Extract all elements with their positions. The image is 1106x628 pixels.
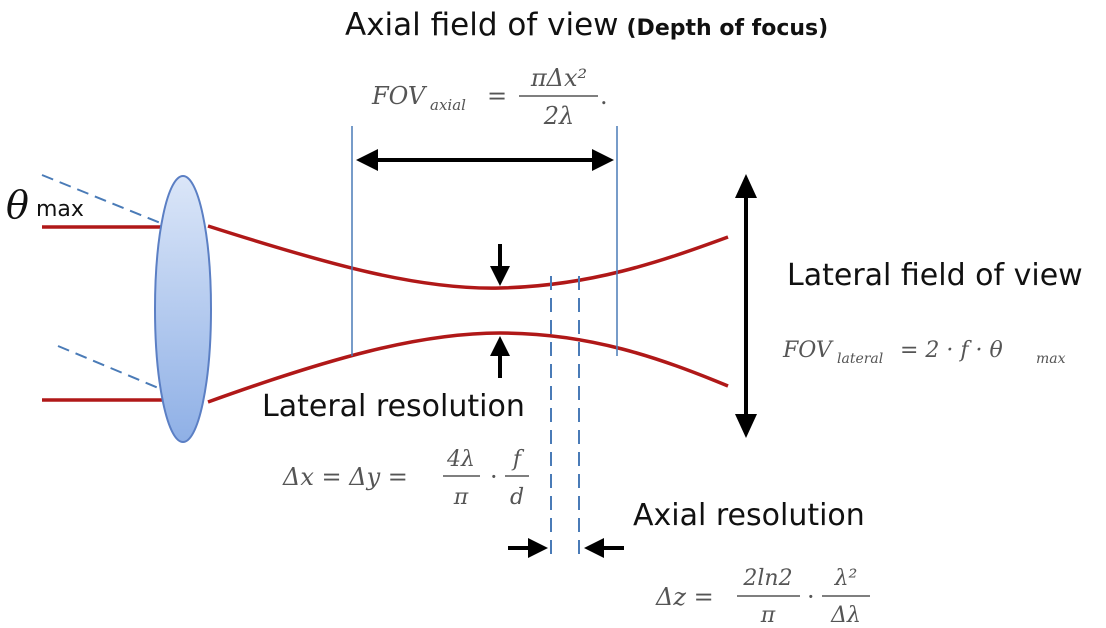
equation-axial-resolution: Δz = 2ln2 π · λ² Δλ — [655, 566, 870, 628]
fov-lateral-lhs: FOV — [782, 338, 834, 363]
incoming-dashed-ray-bottom — [57, 345, 169, 393]
fov-axial-trail: . — [600, 82, 608, 110]
double-arrow-icon — [356, 149, 614, 171]
fov-axial-lhs: FOV — [371, 82, 428, 110]
lateral-res-frac2-num: f — [511, 447, 525, 472]
axial-res-frac2-num: λ² — [834, 566, 858, 591]
equation-fov-lateral: FOV lateral = 2 · f · θ max — [782, 338, 1066, 367]
fov-lateral-rhs-subscript: max — [1036, 351, 1066, 367]
fov-axial-subscript: axial — [430, 96, 466, 114]
down-arrow-icon — [490, 244, 510, 286]
axial-res-dot: · — [807, 583, 815, 611]
lateral-fov-arrow — [735, 174, 757, 438]
lateral-res-frac1-num: 4λ — [446, 447, 475, 472]
lateral-res-frac2-den: d — [510, 485, 524, 510]
axial-res-lhs: Δz = — [655, 583, 714, 611]
fov-axial-denominator: 2λ — [543, 102, 574, 130]
theta-subscript: max — [36, 197, 84, 222]
lateral-resolution-label: Lateral resolution — [262, 389, 525, 424]
axial-fov-title: Axial field of view(Depth of focus) — [345, 7, 828, 43]
axial-resolution-label: Axial resolution — [633, 498, 865, 533]
incoming-dashed-ray-top — [41, 174, 169, 227]
lens — [154, 175, 212, 443]
equation-fov-axial: FOV axial = πΔx² 2λ . — [371, 64, 608, 130]
left-arrow-icon — [584, 538, 624, 558]
fov-axial-equals: = — [487, 82, 507, 110]
fov-lateral-subscript: lateral — [837, 351, 883, 367]
beam-upper-envelope — [207, 224, 729, 290]
lateral-res-frac1-den: π — [453, 485, 469, 510]
beam-lower-envelope — [207, 331, 729, 404]
fov-axial-numerator: πΔx² — [530, 64, 587, 92]
theta-symbol: θ — [6, 183, 29, 227]
axial-res-frac1-num: 2ln2 — [742, 566, 792, 591]
axial-res-frac1-den: π — [760, 603, 776, 628]
lateral-res-lhs: Δx = Δy = — [282, 463, 408, 491]
right-arrow-icon — [508, 538, 548, 558]
lateral-fov-label: Lateral field of view — [787, 258, 1083, 293]
up-arrow-icon — [490, 336, 510, 378]
axial-res-frac2-den: Δλ — [830, 603, 861, 628]
fov-lateral-rhs: = 2 · f · θ — [900, 338, 1003, 363]
lateral-res-dot: · — [490, 463, 498, 491]
equation-lateral-resolution: Δx = Δy = 4λ π · f d — [282, 447, 529, 510]
